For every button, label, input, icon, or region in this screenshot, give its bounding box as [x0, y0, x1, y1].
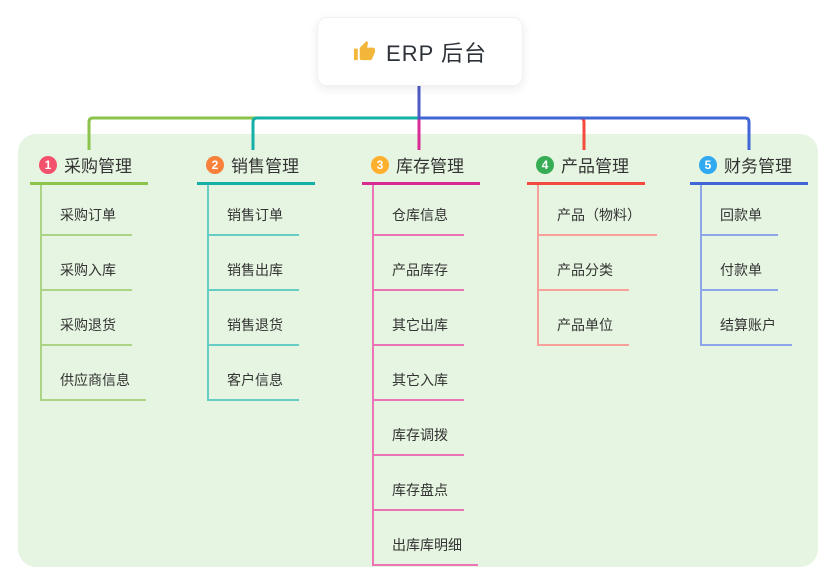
branch-title-5[interactable]: 5 财务管理	[690, 150, 808, 185]
child-node-3-3[interactable]: 其它出库	[374, 291, 464, 346]
branch-title-label: 销售管理	[231, 157, 299, 176]
child-node-label: 采购退货	[60, 317, 116, 333]
child-node-3-7[interactable]: 出库库明细	[374, 511, 478, 566]
child-node-1-4[interactable]: 供应商信息	[42, 346, 146, 401]
branch-title-4[interactable]: 4 产品管理	[527, 150, 645, 185]
child-node-label: 客户信息	[227, 372, 283, 388]
child-node-1-2[interactable]: 采购入库	[42, 236, 132, 291]
branch-children-list: 回款单 付款单 结算账户	[700, 185, 808, 346]
child-node-5-3[interactable]: 结算账户	[702, 291, 792, 346]
child-node-5-1[interactable]: 回款单	[702, 185, 778, 236]
branch-number-badge: 3	[371, 155, 389, 174]
child-node-3-2[interactable]: 产品库存	[374, 236, 464, 291]
child-node-label: 销售订单	[227, 207, 283, 223]
child-node-label: 产品分类	[557, 262, 613, 278]
child-node-label: 供应商信息	[60, 372, 130, 388]
child-node-label: 产品（物料）	[557, 207, 641, 223]
branch-children-list: 采购订单 采购入库 采购退货 供应商信息	[40, 185, 148, 401]
child-node-label: 库存调拨	[392, 427, 448, 443]
branch-number-badge: 1	[39, 155, 57, 174]
child-node-label: 付款单	[720, 262, 762, 278]
branch-number-badge: 4	[536, 155, 554, 174]
branch-number-badge: 5	[699, 155, 717, 174]
child-node-label: 产品单位	[557, 317, 613, 333]
branches-background-panel	[18, 134, 818, 567]
child-node-4-2[interactable]: 产品分类	[539, 236, 629, 291]
branch-column-4: 4 产品管理 产品（物料） 产品分类 产品单位	[527, 150, 657, 346]
child-node-1-3[interactable]: 采购退货	[42, 291, 132, 346]
child-node-label: 其它出库	[392, 317, 448, 333]
branch-title-3[interactable]: 3 库存管理	[362, 150, 480, 185]
child-node-label: 回款单	[720, 207, 762, 223]
child-node-3-5[interactable]: 库存调拨	[374, 401, 464, 456]
branch-number-badge: 2	[206, 155, 224, 174]
child-node-4-3[interactable]: 产品单位	[539, 291, 629, 346]
thumbs-up-icon	[353, 40, 376, 61]
child-node-label: 库存盘点	[392, 482, 448, 498]
child-node-2-1[interactable]: 销售订单	[209, 185, 299, 236]
branch-children-list: 销售订单 销售出库 销售退货 客户信息	[207, 185, 315, 401]
branch-title-label: 库存管理	[396, 157, 464, 176]
branch-title-label: 采购管理	[64, 157, 132, 176]
child-node-1-1[interactable]: 采购订单	[42, 185, 132, 236]
child-node-label: 销售出库	[227, 262, 283, 278]
branch-title-2[interactable]: 2 销售管理	[197, 150, 315, 185]
child-node-2-2[interactable]: 销售出库	[209, 236, 299, 291]
child-node-2-3[interactable]: 销售退货	[209, 291, 299, 346]
child-node-label: 产品库存	[392, 262, 448, 278]
child-node-3-6[interactable]: 库存盘点	[374, 456, 464, 511]
branch-title-label: 财务管理	[724, 157, 792, 176]
child-node-label: 仓库信息	[392, 207, 448, 223]
child-node-3-4[interactable]: 其它入库	[374, 346, 464, 401]
branch-column-1: 1 采购管理 采购订单 采购入库 采购退货 供应商信息	[30, 150, 148, 401]
branch-column-3: 3 库存管理 仓库信息 产品库存 其它出库 其它入库 库存调拨 库存盘点 出库库…	[362, 150, 480, 566]
child-node-label: 结算账户	[720, 317, 776, 333]
root-node-label: ERP 后台	[386, 40, 487, 66]
child-node-label: 采购订单	[60, 207, 116, 223]
child-node-5-2[interactable]: 付款单	[702, 236, 778, 291]
child-node-3-1[interactable]: 仓库信息	[374, 185, 464, 236]
branch-children-list: 产品（物料） 产品分类 产品单位	[537, 185, 657, 346]
child-node-4-1[interactable]: 产品（物料）	[539, 185, 657, 236]
child-node-label: 销售退货	[227, 317, 283, 333]
branch-title-label: 产品管理	[561, 157, 629, 176]
branch-column-5: 5 财务管理 回款单 付款单 结算账户	[690, 150, 808, 346]
branch-children-list: 仓库信息 产品库存 其它出库 其它入库 库存调拨 库存盘点 出库库明细	[372, 185, 480, 566]
child-node-label: 出库库明细	[392, 537, 462, 553]
child-node-2-4[interactable]: 客户信息	[209, 346, 299, 401]
branch-title-1[interactable]: 1 采购管理	[30, 150, 148, 185]
branch-column-2: 2 销售管理 销售订单 销售出库 销售退货 客户信息	[197, 150, 315, 401]
child-node-label: 其它入库	[392, 372, 448, 388]
child-node-label: 采购入库	[60, 262, 116, 278]
root-node[interactable]: ERP 后台	[317, 17, 523, 86]
